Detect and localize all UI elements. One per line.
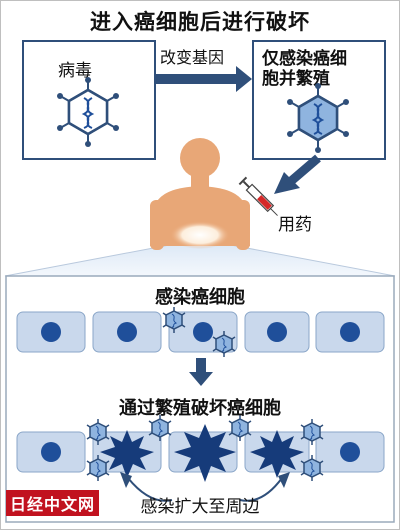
injection-arrow [274,154,321,194]
injection-label: 用药 [278,215,312,235]
modified-virus-label-2: 胞并繁殖 [262,69,330,89]
destroy-caption: 通过繁殖破坏癌细胞 [119,398,281,419]
human-body-icon [150,138,250,250]
burst-icon [100,430,154,478]
cell-row-1 [16,311,385,353]
cell-row-2 [16,431,385,473]
gene-modify-label: 改变基因 [160,48,225,67]
process-arrow-down [189,358,213,386]
infect-caption: 感染癌细胞 [155,287,245,308]
figure-title: 进入癌细胞后进行破坏 [90,10,310,34]
syringe-icon [238,176,278,216]
spread-caption: 感染扩大至周边 [140,497,260,517]
gene-modify-arrow [154,66,252,92]
watermark-logo: 日经中文网 [6,490,100,516]
spread-arrows [120,472,290,502]
modified-virus-label-1: 仅感染癌细 [262,49,347,69]
virus-label: 病毒 [58,61,92,81]
burst-icon [174,424,236,482]
burst-icon [250,430,304,478]
